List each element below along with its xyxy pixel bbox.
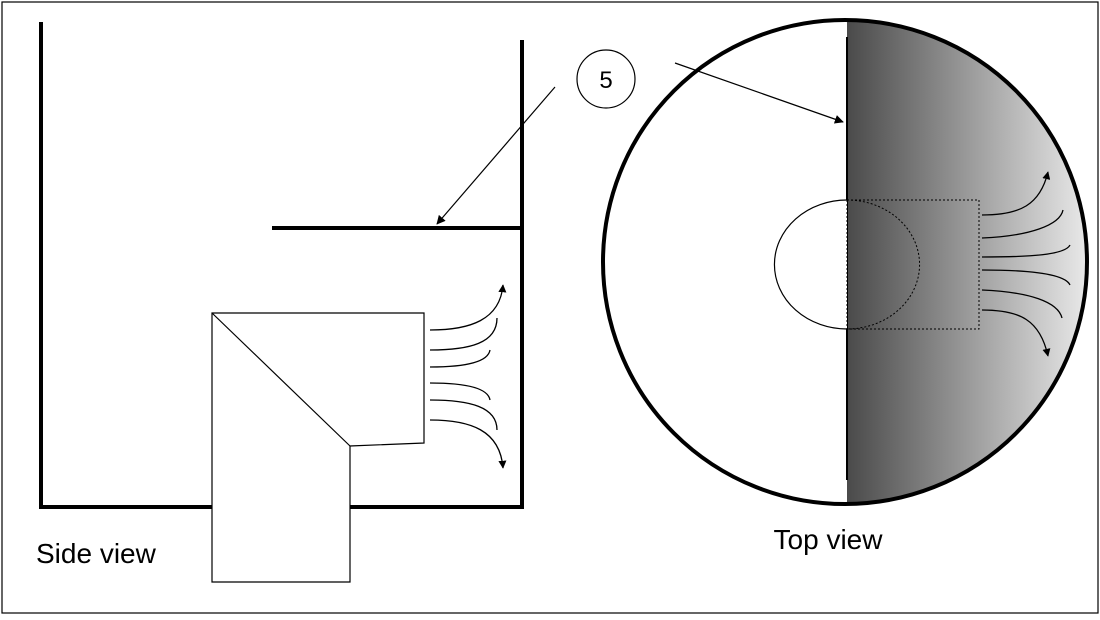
side-view: Side view (36, 22, 556, 583)
top-view-outer-circle (601, 18, 1089, 506)
flow-arrow-down (429, 419, 507, 469)
top-view-inlet-hidden (846, 199, 920, 330)
side-view-duct-diagonal (211, 312, 351, 447)
flow-arrow-up (981, 171, 1051, 216)
top-view-duct-outline (846, 199, 980, 330)
flow-line (981, 269, 1071, 286)
side-view-label: Side view (36, 538, 157, 569)
flow-line (981, 244, 1071, 258)
top-view-inlet-outline (773, 199, 848, 330)
top-view-leader-arrow (674, 62, 844, 124)
flow-line (429, 317, 498, 351)
flow-line (429, 349, 491, 368)
callout-number: 5 (599, 67, 612, 94)
flow-line (981, 289, 1063, 319)
top-view-label: Top view (774, 524, 884, 555)
callout-circle (576, 49, 636, 109)
callout-5: 5 (576, 49, 636, 109)
side-view-flow-lines (429, 284, 507, 469)
flow-arrow-up (429, 284, 507, 331)
top-view-flow-lines (981, 171, 1071, 357)
flow-line (981, 209, 1064, 239)
flow-line (429, 382, 491, 401)
flow-arrow-down (981, 309, 1051, 357)
side-view-leader-arrow (436, 86, 556, 225)
flow-line (429, 399, 498, 431)
